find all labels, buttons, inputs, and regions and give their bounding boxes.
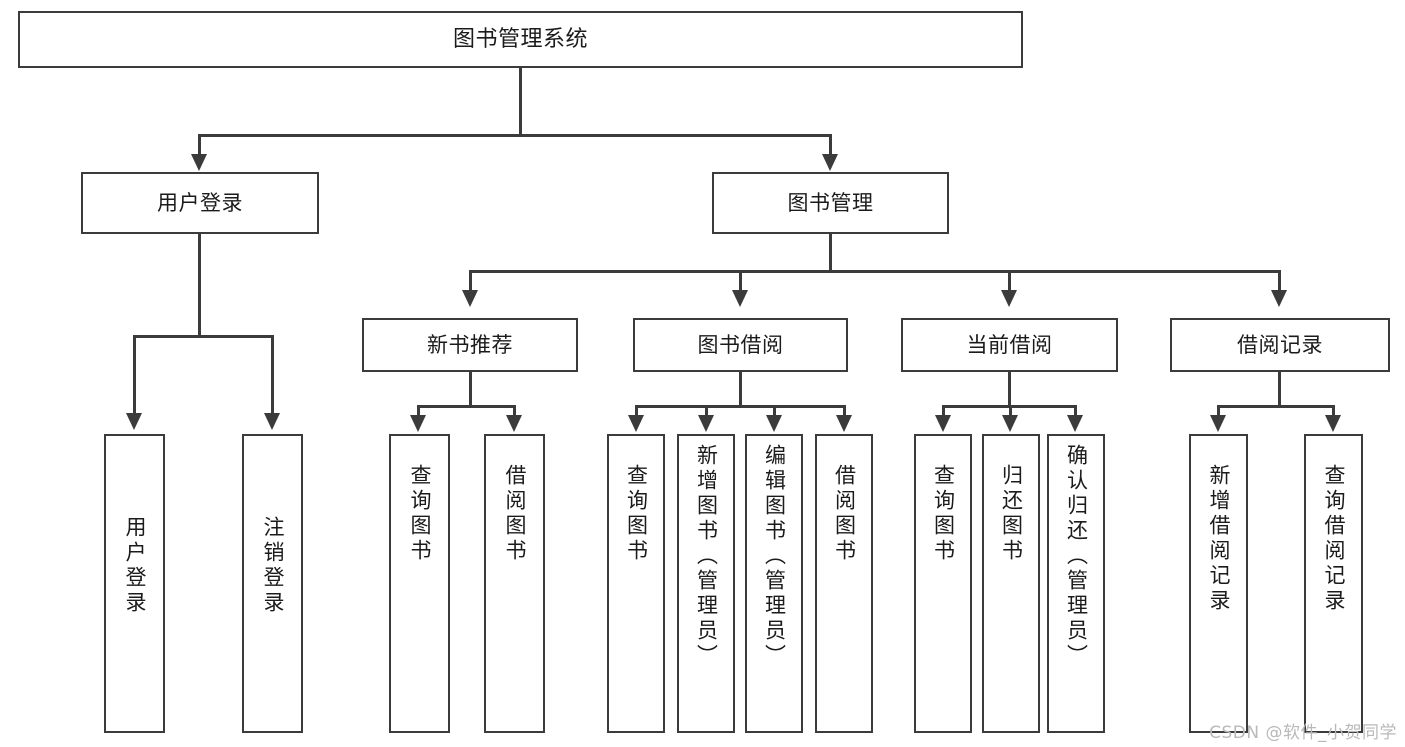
node-label: 用户登录 bbox=[157, 190, 243, 215]
connector-to-borrow-record bbox=[1278, 270, 1281, 292]
connector-current-borrow-stem bbox=[1008, 372, 1011, 407]
connector-borrow-record-stem bbox=[1278, 372, 1281, 407]
leaf-query-borrow-record[interactable]: 查询借阅记录 bbox=[1304, 434, 1363, 733]
connector-user-login-stem bbox=[198, 234, 201, 337]
arrow-to-current-borrow bbox=[1001, 290, 1017, 307]
connector-book-borrow-leaf-2 bbox=[705, 405, 708, 417]
arrow-book-borrow-leaf-2 bbox=[698, 415, 714, 432]
node-label: 确认归还（管理员） bbox=[1064, 444, 1089, 669]
connector-borrow-record-bar bbox=[1217, 405, 1334, 408]
connector-to-user-login bbox=[198, 134, 201, 156]
connector-borrow-record-leaf-2 bbox=[1332, 405, 1335, 417]
connector-to-new-book bbox=[469, 270, 472, 292]
node-borrow-record[interactable]: 借阅记录 bbox=[1170, 318, 1390, 372]
arrow-to-book-manage bbox=[822, 154, 838, 171]
node-label: 注销登录 bbox=[261, 516, 285, 616]
node-label: 归还图书 bbox=[999, 464, 1024, 564]
leaf-logout[interactable]: 注销登录 bbox=[242, 434, 303, 733]
connector-to-current-borrow bbox=[1008, 270, 1011, 292]
node-user-login[interactable]: 用户登录 bbox=[81, 172, 319, 234]
arrow-new-book-leaf-1 bbox=[410, 415, 426, 432]
leaf-edit-book-admin[interactable]: 编辑图书（管理员） bbox=[745, 434, 803, 733]
node-label: 查询图书 bbox=[931, 464, 956, 564]
node-label: 查询借阅记录 bbox=[1322, 464, 1346, 614]
connector-book-borrow-leaf-1 bbox=[635, 405, 638, 417]
arrow-user-login-leaf-2 bbox=[264, 413, 280, 430]
leaf-confirm-return-admin[interactable]: 确认归还（管理员） bbox=[1047, 434, 1105, 733]
arrow-current-borrow-leaf-3 bbox=[1067, 415, 1083, 432]
connector-book-borrow-leaf-3 bbox=[773, 405, 776, 417]
connector-current-borrow-leaf-3 bbox=[1074, 405, 1077, 417]
connector-book-borrow-stem bbox=[739, 372, 742, 407]
connector-book-manage-stem bbox=[829, 234, 832, 272]
connector-level3-bar bbox=[469, 270, 1281, 273]
arrow-borrow-record-leaf-2 bbox=[1325, 415, 1341, 432]
connector-to-book-manage bbox=[829, 134, 832, 156]
node-label: 新增借阅记录 bbox=[1207, 464, 1231, 614]
node-label: 图书管理 bbox=[787, 190, 874, 215]
arrow-book-borrow-leaf-3 bbox=[766, 415, 782, 432]
leaf-add-borrow-record[interactable]: 新增借阅记录 bbox=[1189, 434, 1248, 733]
node-label: 借阅图书 bbox=[832, 464, 857, 564]
leaf-user-login[interactable]: 用户登录 bbox=[104, 434, 165, 733]
arrow-to-book-borrow bbox=[732, 290, 748, 307]
connector-book-borrow-leaf-4 bbox=[843, 405, 846, 417]
arrow-to-new-book bbox=[462, 290, 478, 307]
node-label: 新增图书（管理员） bbox=[694, 444, 719, 669]
connector-new-book-leaf-1 bbox=[417, 405, 420, 417]
connector-book-borrow-bar bbox=[635, 405, 845, 408]
connector-level2-bar bbox=[198, 134, 831, 137]
node-label: 借阅记录 bbox=[1237, 332, 1323, 357]
node-root-system[interactable]: 图书管理系统 bbox=[18, 11, 1023, 68]
arrow-book-borrow-leaf-1 bbox=[628, 415, 644, 432]
connector-to-book-borrow bbox=[739, 270, 742, 292]
node-label: 当前借阅 bbox=[966, 332, 1053, 357]
leaf-query-book-current[interactable]: 查询图书 bbox=[914, 434, 972, 733]
connector-user-login-leaf-1 bbox=[133, 335, 136, 415]
arrow-current-borrow-leaf-1 bbox=[935, 415, 951, 432]
node-book-management[interactable]: 图书管理 bbox=[712, 172, 949, 234]
leaf-query-book-recommend[interactable]: 查询图书 bbox=[389, 434, 450, 733]
connector-user-login-leaf-2 bbox=[271, 335, 274, 415]
connector-user-login-bar bbox=[133, 335, 273, 338]
arrow-to-borrow-record bbox=[1271, 290, 1287, 307]
node-label: 编辑图书（管理员） bbox=[762, 444, 787, 669]
arrow-current-borrow-leaf-2 bbox=[1002, 415, 1018, 432]
connector-new-book-stem bbox=[469, 372, 472, 407]
node-current-borrow[interactable]: 当前借阅 bbox=[901, 318, 1118, 372]
arrow-borrow-record-leaf-1 bbox=[1210, 415, 1226, 432]
arrow-new-book-leaf-2 bbox=[506, 415, 522, 432]
node-label: 查询图书 bbox=[624, 464, 649, 564]
leaf-borrow-book[interactable]: 借阅图书 bbox=[815, 434, 873, 733]
connector-new-book-leaf-2 bbox=[513, 405, 516, 417]
arrow-to-user-login bbox=[191, 154, 207, 171]
csdn-watermark: CSDN @软件_小贺同学 bbox=[1209, 723, 1397, 743]
leaf-add-book-admin[interactable]: 新增图书（管理员） bbox=[677, 434, 735, 733]
connector-new-book-bar bbox=[417, 405, 515, 408]
node-label: 用户登录 bbox=[123, 516, 147, 616]
connector-current-borrow-leaf-2 bbox=[1009, 405, 1012, 417]
node-new-book-recommend[interactable]: 新书推荐 bbox=[362, 318, 578, 372]
node-book-borrow[interactable]: 图书借阅 bbox=[633, 318, 848, 372]
leaf-borrow-book-recommend[interactable]: 借阅图书 bbox=[484, 434, 545, 733]
node-label: 图书管理系统 bbox=[452, 26, 588, 52]
node-label: 查询图书 bbox=[408, 464, 432, 564]
connector-root-stem bbox=[519, 68, 522, 135]
leaf-query-book-borrow[interactable]: 查询图书 bbox=[607, 434, 665, 733]
leaf-return-book[interactable]: 归还图书 bbox=[982, 434, 1040, 733]
arrow-book-borrow-leaf-4 bbox=[836, 415, 852, 432]
node-label: 借阅图书 bbox=[503, 464, 527, 564]
arrow-user-login-leaf-1 bbox=[126, 413, 142, 430]
node-label: 新书推荐 bbox=[427, 332, 513, 357]
node-label: 图书借阅 bbox=[697, 332, 784, 357]
connector-borrow-record-leaf-1 bbox=[1217, 405, 1220, 417]
connector-current-borrow-leaf-1 bbox=[942, 405, 945, 417]
